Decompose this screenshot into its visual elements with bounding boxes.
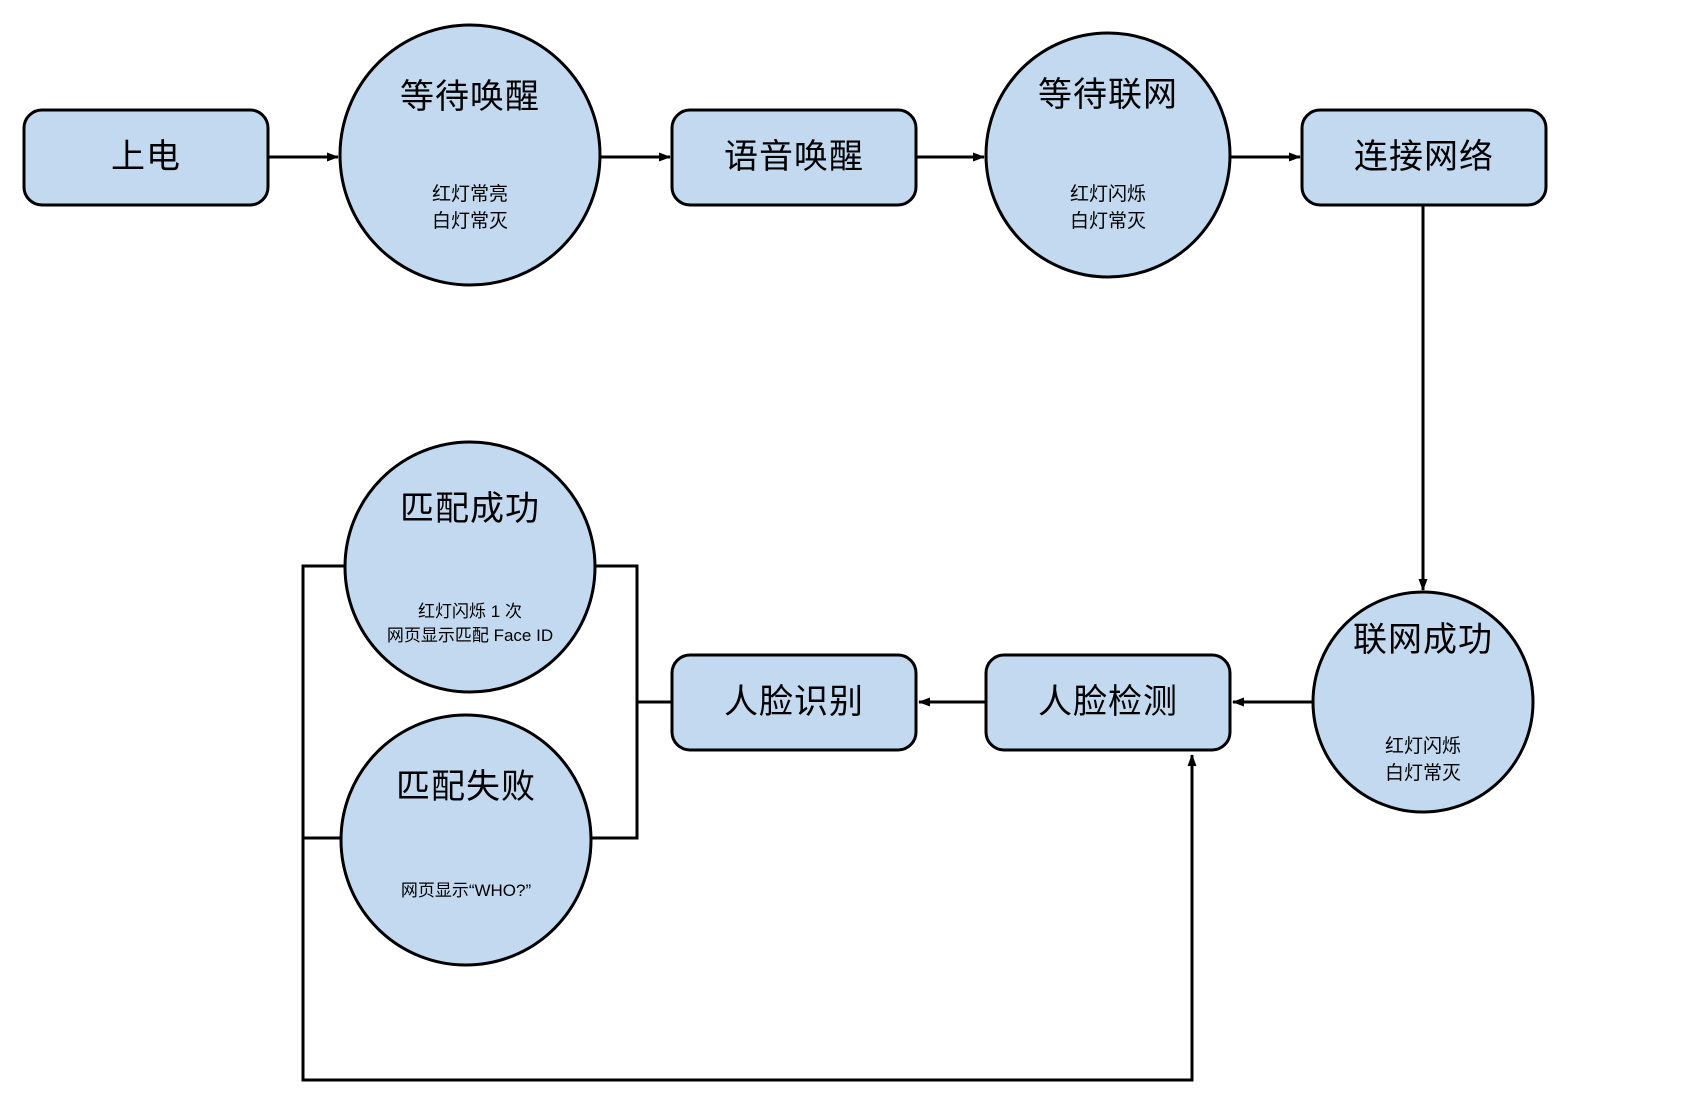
node-voice-wakeup[interactable] [670,108,918,207]
node-layer [22,23,1548,967]
node-wait-network[interactable] [984,31,1232,279]
node-match-success[interactable] [343,440,597,694]
node-network-success[interactable] [1311,590,1535,814]
node-connect-network[interactable] [1300,108,1548,207]
node-face-recognize[interactable] [670,653,918,752]
node-wait-wakeup[interactable] [338,23,602,287]
edge-face-recognize-bracket-lower [591,702,639,840]
node-power-on[interactable] [22,108,270,207]
edge-results-left-bracket [301,564,345,840]
edge-match-fail-feedback-loop [301,754,1197,1082]
node-match-fail[interactable] [339,713,593,967]
edge-layer [268,152,1428,1082]
edge-face-recognize-bracket [595,564,672,704]
node-face-detect[interactable] [984,653,1232,752]
